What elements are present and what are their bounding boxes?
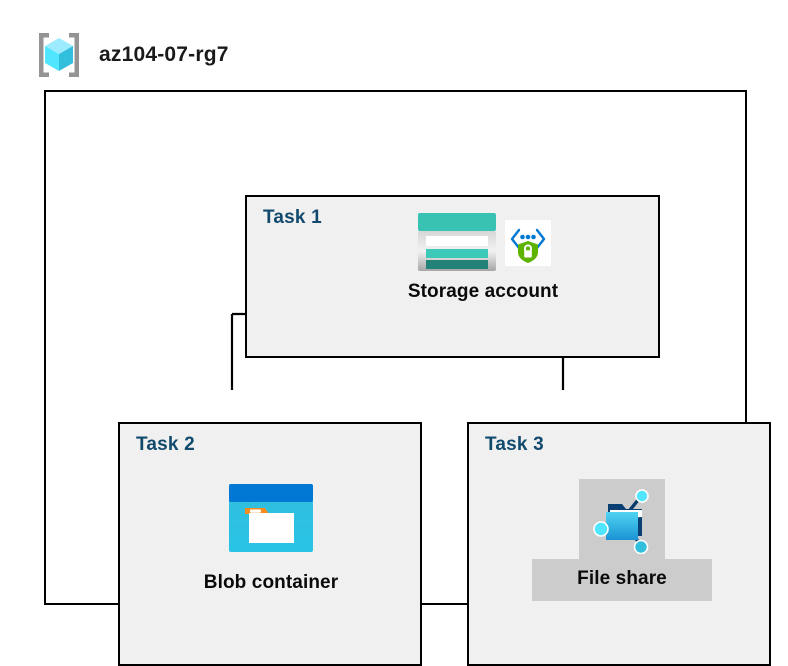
file-share-node[interactable]: File share [532,479,712,601]
task-2-box[interactable]: Task 2 Blob container [118,422,422,666]
resource-group-container: Task 1 [44,90,771,666]
task-3-label: Task 3 [485,434,544,455]
task-1-label: Task 1 [263,207,322,228]
task-2-label: Task 2 [136,434,195,455]
file-share-icon-highlight [579,479,665,561]
resource-group-cube-icon [39,33,79,77]
storage-account-caption: Storage account [407,281,559,302]
blob-container-icon [229,484,313,552]
storage-account-icon-row [415,211,551,273]
storage-account-icon [418,213,496,271]
file-share-icon [593,489,649,554]
resource-group-header: az104-07-rg7 [33,30,229,80]
blob-container-node[interactable]: Blob container [186,482,356,594]
task-3-box[interactable]: Task 3 [467,422,771,666]
file-share-caption-highlight: File share [532,559,712,601]
blob-container-caption: Blob container [203,572,339,593]
resource-group-name: az104-07-rg7 [99,43,229,66]
private-endpoint-icon [505,220,551,266]
storage-account-node[interactable]: Storage account [393,211,573,303]
task-1-box[interactable]: Task 1 [245,195,660,358]
file-share-caption: File share [577,568,667,589]
